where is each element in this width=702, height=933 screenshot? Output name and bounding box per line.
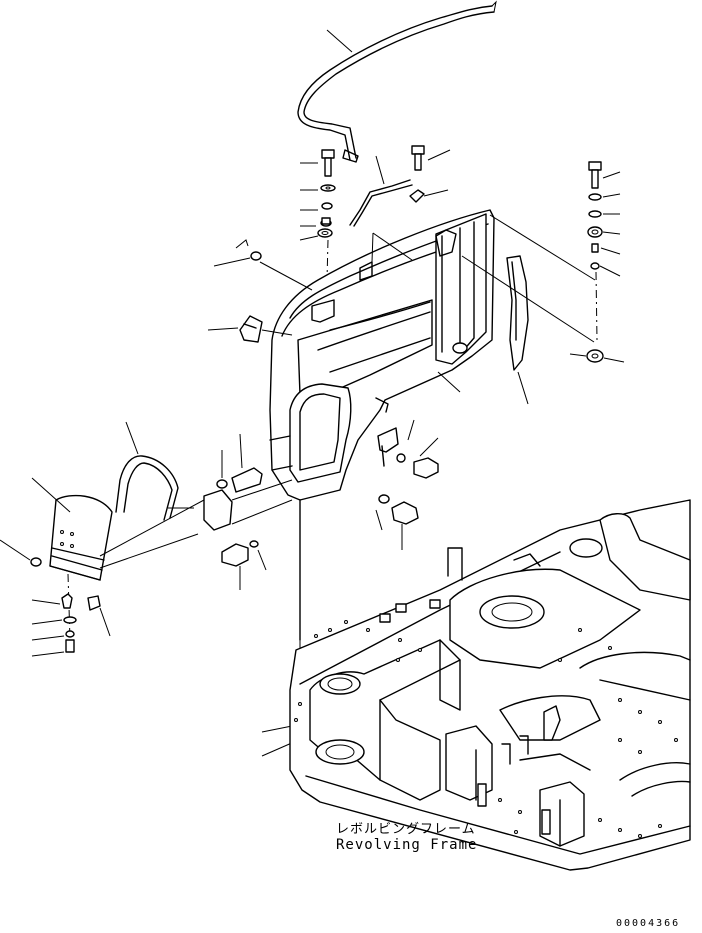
bracket-left-mid <box>203 433 293 531</box>
drawing-number: 00004366 <box>616 918 681 929</box>
rubber-flap <box>31 477 205 581</box>
bracket-right-mid <box>377 419 439 479</box>
bolt-stack-right <box>569 161 625 363</box>
small-clip-upper-left <box>207 239 313 343</box>
side-seal-strip <box>506 255 529 405</box>
main-cover <box>269 209 495 641</box>
bolt-lower-right <box>375 494 419 550</box>
bolt-lower-left <box>221 540 267 590</box>
link-rod <box>349 155 413 227</box>
bolt-stack-upper-mid <box>409 145 451 203</box>
leader-line <box>461 255 595 343</box>
flap-fasteners <box>0 539 111 657</box>
leader-line <box>489 214 596 281</box>
frame-holes <box>294 620 678 838</box>
rubber-loop <box>115 421 194 521</box>
frame-label-japanese: レボルビングフレーム <box>336 822 476 837</box>
revolving-frame <box>289 499 691 871</box>
top-seal-strip <box>297 0 497 163</box>
frame-label-english: Revolving Frame <box>336 837 478 853</box>
